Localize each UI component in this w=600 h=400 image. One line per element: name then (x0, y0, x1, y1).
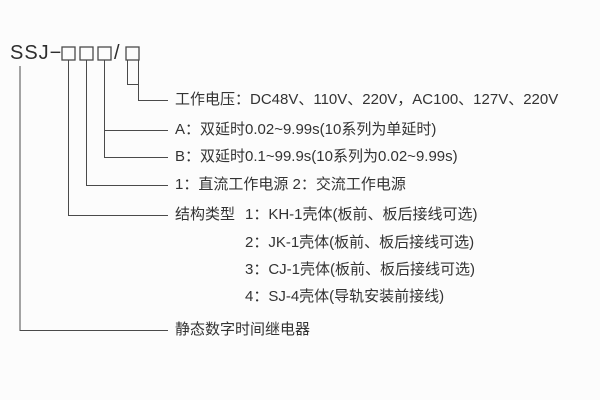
structure-option-3: 3：CJ-1壳体(板前、板后接线可选) (245, 261, 476, 278)
model-code-box-structure (61, 46, 76, 61)
structure-option-1: 1：KH-1壳体(板前、板后接线可选) (245, 206, 478, 223)
model-code-slash: / (114, 42, 120, 64)
delay-option-a-label: A：双延时0.02~9.99s(10系列为单延时) (175, 121, 437, 138)
structure-type-label: 结构类型 (175, 206, 236, 223)
leader-line-power (86, 60, 168, 186)
model-code-box-power (79, 46, 94, 61)
voltage-label: 工作电压：DC48V、110V、220V，AC100、127V、220V (175, 91, 559, 108)
power-supply-label: 1：直流工作电源 2：交流工作电源 (175, 176, 406, 193)
structure-option-4: 4：SJ-4壳体(导轨安装前接线) (245, 288, 445, 305)
structure-option-2: 2：JK-1壳体(板前、板后接线可选) (245, 234, 475, 251)
delay-option-b-label: B：双延时0.1~99.9s(10系列为0.02~9.99s) (175, 148, 458, 165)
model-code-prefix: SSJ− (10, 42, 63, 64)
model-code-box-voltage (125, 46, 140, 61)
model-code-box-delay (97, 46, 112, 61)
product-name-label: 静态数字时间继电器 (175, 321, 311, 338)
leader-line-structure (68, 60, 168, 216)
leader-line-voltage (127, 60, 168, 101)
leader-line-product-name (19, 66, 168, 331)
leader-line-delay-b (104, 60, 168, 158)
